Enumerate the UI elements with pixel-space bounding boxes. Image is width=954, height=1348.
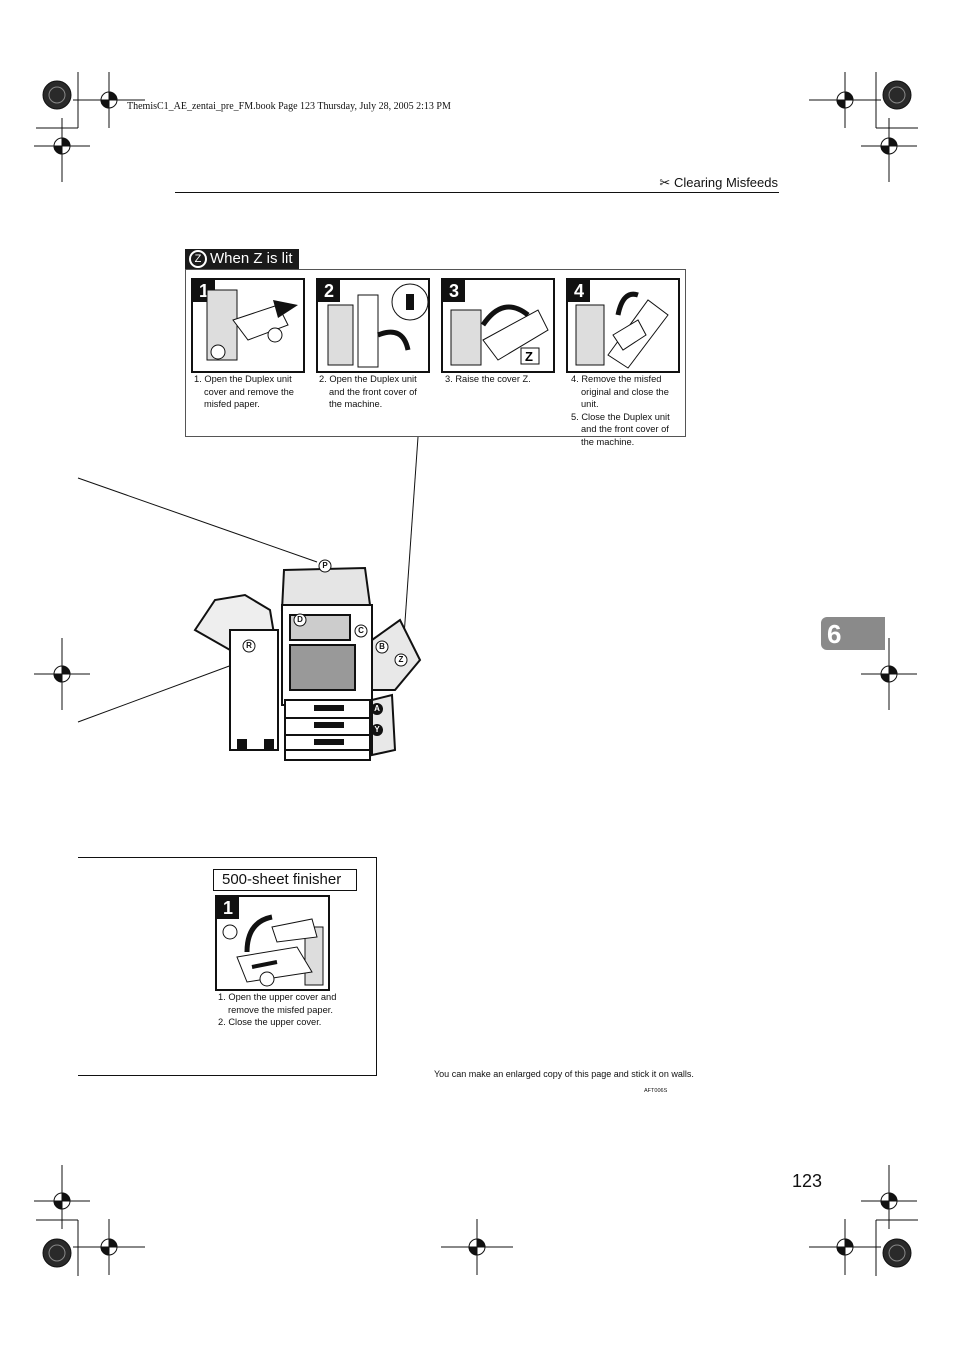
header-rule xyxy=(175,192,779,193)
step-3-illustration: 3 Z xyxy=(441,278,555,373)
chapter-tab: 6 xyxy=(821,617,885,650)
machine-label-a-text: A xyxy=(374,704,380,713)
step-4-illustration: 4 xyxy=(566,278,680,373)
machine-label-c-text: C xyxy=(358,626,364,635)
finisher-title: 500-sheet finisher xyxy=(213,869,357,891)
svg-text:Z: Z xyxy=(525,349,533,364)
step-4-caption: 4. Remove the misfed original and close … xyxy=(571,374,670,447)
machine-label-r-text: R xyxy=(246,641,252,650)
running-head-text: Clearing Misfeeds xyxy=(673,175,778,190)
misfeed-icon: ✂ xyxy=(659,175,671,190)
z-badge-icon: Z xyxy=(189,250,207,268)
finisher-step-illustration: 1 xyxy=(215,895,330,991)
figure-code: AFT006S xyxy=(644,1088,668,1094)
color-wheel-icon xyxy=(42,80,912,1268)
machine-label-b-text: B xyxy=(379,642,385,651)
leader-lines xyxy=(77,436,419,723)
machine-label-y-text: Y xyxy=(374,725,380,734)
machine-label-d-text: D xyxy=(297,615,303,624)
page-number: 123 xyxy=(792,1171,823,1191)
finisher-panel xyxy=(78,857,377,1076)
finisher-caption: 1. Open the upper cover and remove the m… xyxy=(218,992,337,1027)
machine-label-p-text: P xyxy=(322,561,328,570)
step-2-illustration: 2 xyxy=(316,278,430,373)
footer-note: You can make an enlarged copy of this pa… xyxy=(434,1069,694,1079)
step-1-caption: 1. Open the Duplex unit cover and remove… xyxy=(194,374,294,409)
running-head: ✂ Clearing Misfeeds xyxy=(659,175,778,191)
step-1-illustration: 1 xyxy=(191,278,305,373)
crop-marks xyxy=(36,72,918,1276)
print-header: ThemisC1_AE_zentai_pre_FM.book Page 123 … xyxy=(127,101,451,112)
step-3-caption: 3. Raise the cover Z. xyxy=(445,374,531,384)
registration-target-icon xyxy=(34,72,917,1275)
step-2-caption: 2. Open the Duplex unit and the front co… xyxy=(319,374,417,409)
machine-label-z-text: Z xyxy=(398,655,404,664)
